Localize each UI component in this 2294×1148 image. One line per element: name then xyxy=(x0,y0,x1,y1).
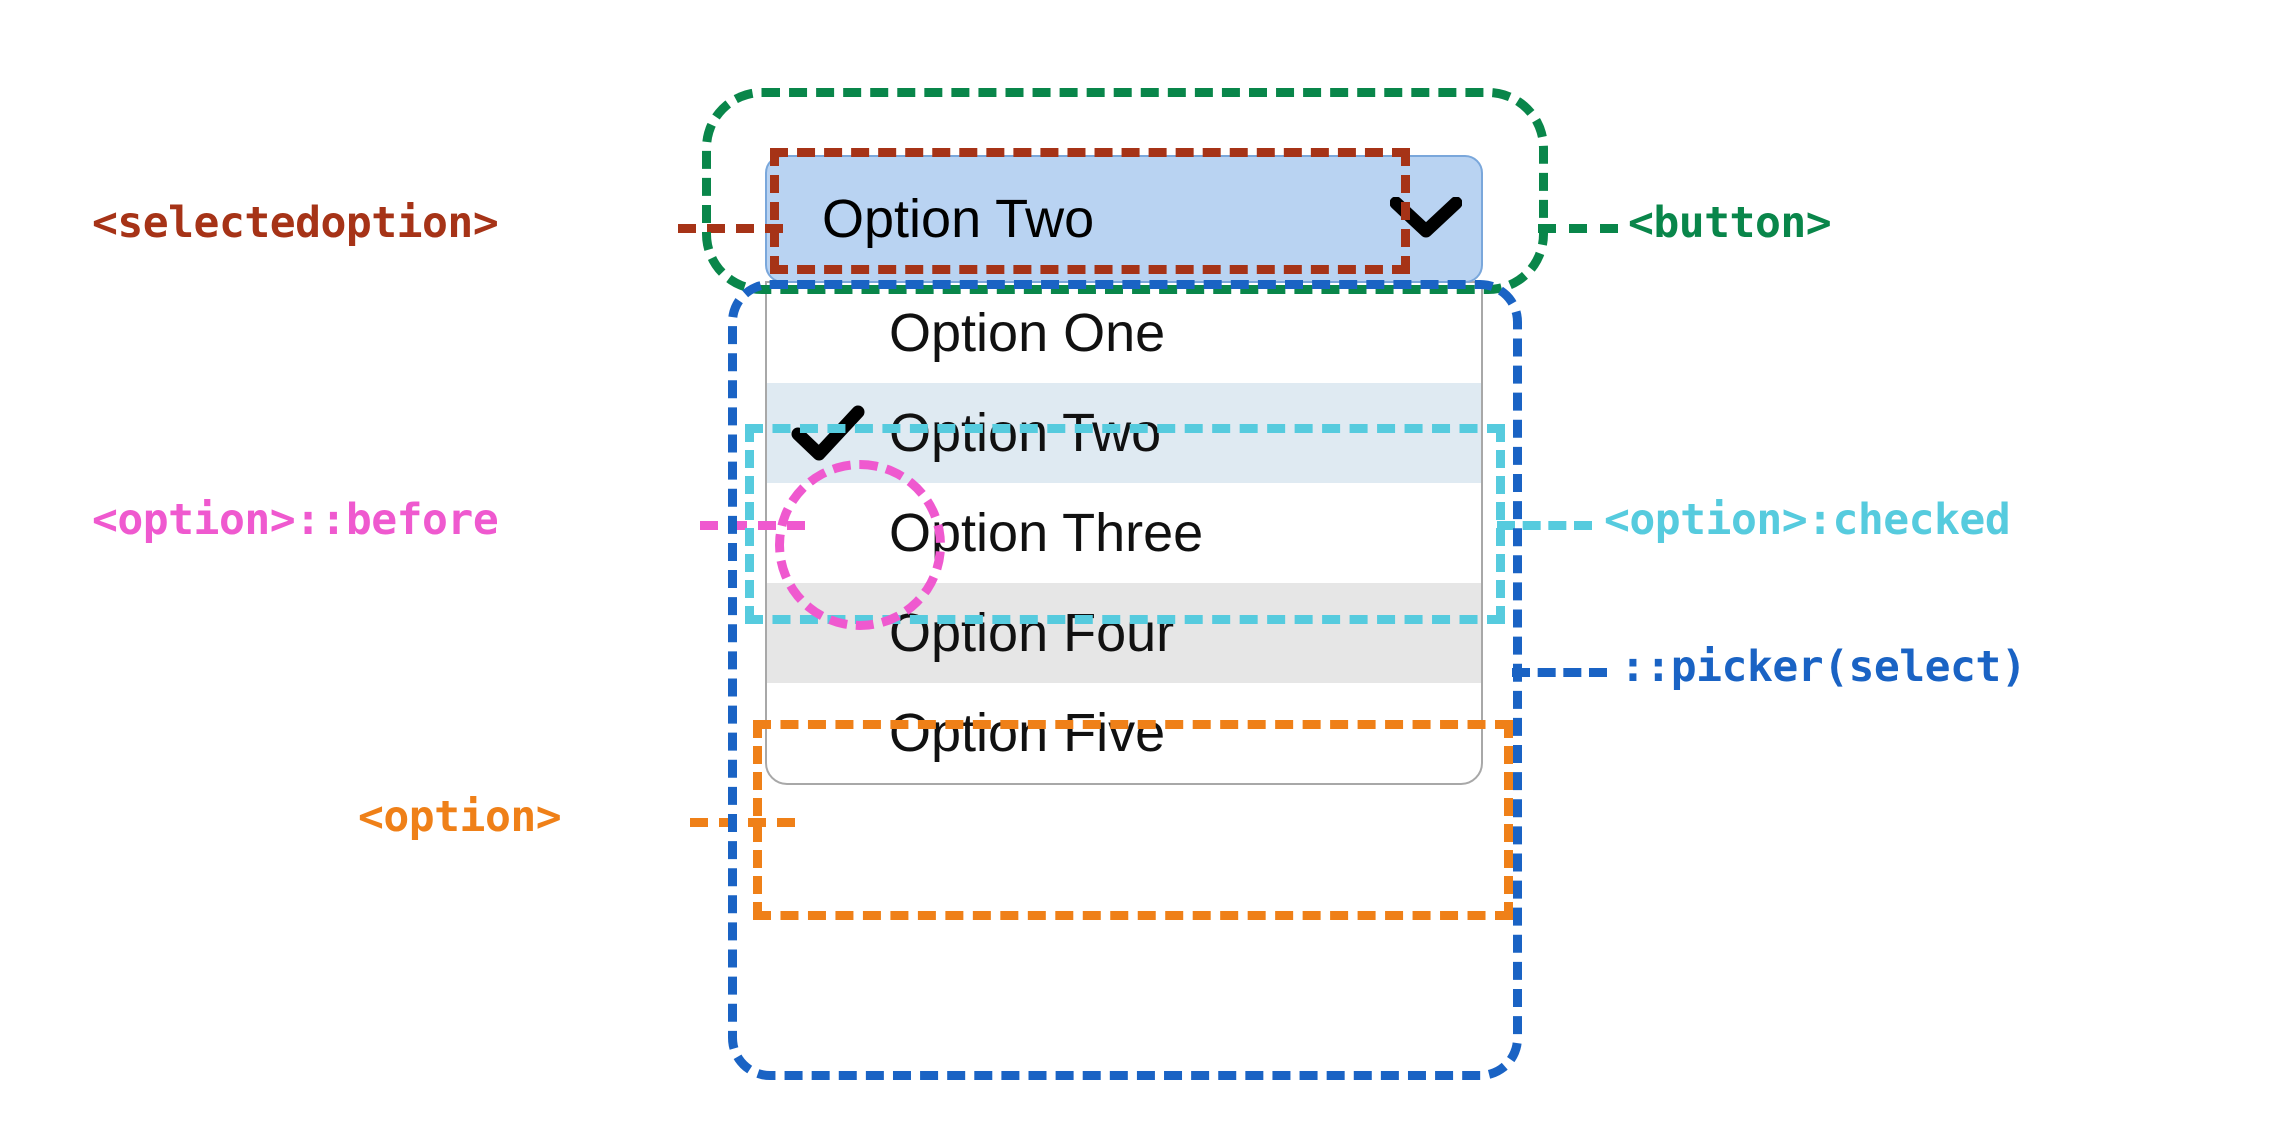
select-widget[interactable]: Option Two Option One Option Two Option … xyxy=(765,155,1483,785)
label-option: <option> xyxy=(358,792,562,842)
option-label: Option One xyxy=(889,303,1166,363)
leader-button xyxy=(1538,224,1618,233)
list-item[interactable]: Option One xyxy=(767,283,1481,383)
selected-option-text: Option Two xyxy=(822,189,1095,249)
list-item[interactable]: Option Four xyxy=(767,583,1481,683)
list-item[interactable]: Option Three xyxy=(767,483,1481,583)
leader-option-checked xyxy=(1497,521,1592,530)
label-selectedoption: <selectedoption> xyxy=(92,198,499,248)
option-label: Option Three xyxy=(889,503,1204,563)
select-button[interactable]: Option Two xyxy=(765,155,1483,283)
option-label: Option Five xyxy=(889,703,1166,763)
label-option-checked: <option>:checked xyxy=(1604,495,2011,545)
label-picker-select: ::picker(select) xyxy=(1620,642,2027,692)
label-button: <button> xyxy=(1628,198,1832,248)
list-item[interactable]: Option Two xyxy=(767,383,1481,483)
leader-option xyxy=(690,818,795,827)
option-label: Option Two xyxy=(889,403,1162,463)
leader-picker-select xyxy=(1512,668,1607,677)
picker-panel[interactable]: Option One Option Two Option Three Optio… xyxy=(765,281,1483,785)
list-item[interactable]: Option Five xyxy=(767,683,1481,783)
option-label: Option Four xyxy=(889,603,1175,663)
label-option-before: <option>::before xyxy=(92,495,499,545)
check-icon xyxy=(767,404,889,462)
chevron-down-icon[interactable] xyxy=(1371,155,1481,283)
